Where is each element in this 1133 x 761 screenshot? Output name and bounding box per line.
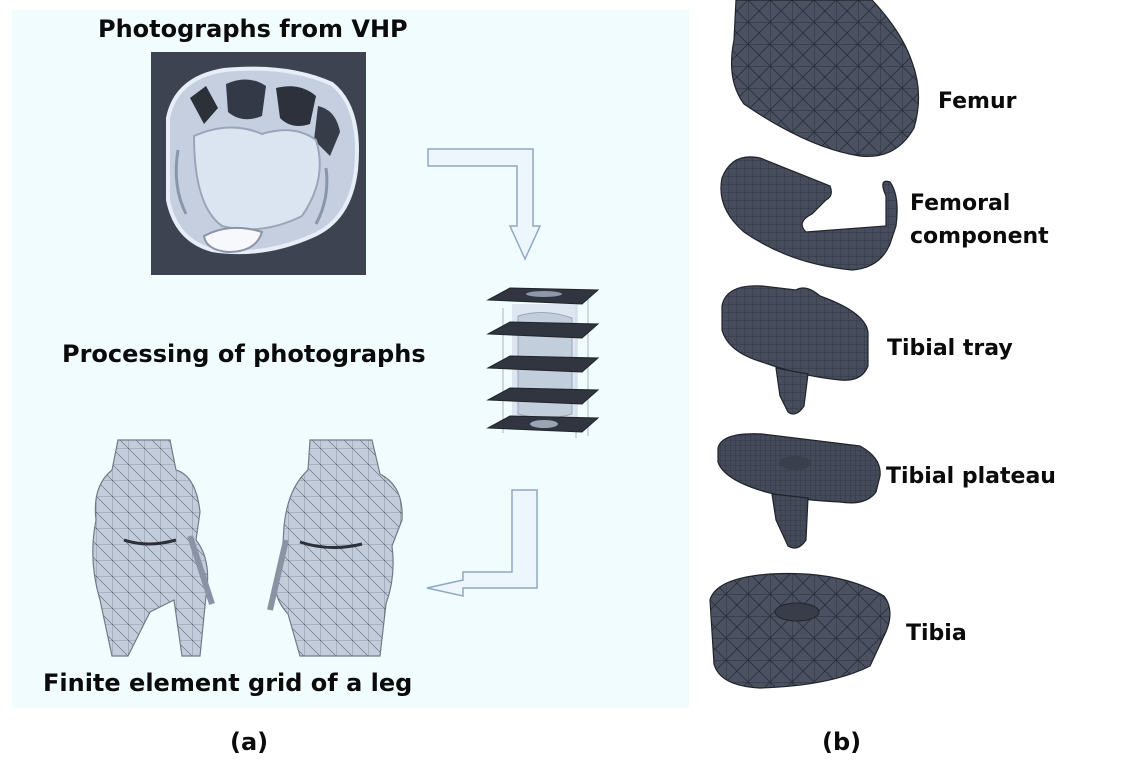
flow-arrow-down [428,149,540,259]
processing-title: Processing of photographs [62,341,426,369]
label-tibial-plateau: Tibial plateau [886,464,1056,489]
label-femoral-component-line1: Femoral [910,191,1010,216]
leg-mesh-front [93,440,212,656]
label-femoral-component-line2: component [910,224,1049,249]
finite-element-grid-title: Finite element grid of a leg [43,670,412,698]
femoral-component-mesh [721,157,897,270]
vhp-photograph [151,52,366,275]
tibia-mesh [710,573,890,688]
label-tibia: Tibia [906,621,967,646]
panel-b-caption: (b) [822,729,861,757]
panel-a-caption: (a) [230,729,268,757]
tibial-tray-mesh [722,286,868,414]
vhp-photographs-title: Photographs from VHP [98,16,408,44]
tibial-plateau-mesh [718,434,880,548]
femur-mesh [732,0,919,156]
leg-mesh-back [270,440,402,656]
label-femur: Femur [938,89,1017,114]
label-tibial-tray: Tibial tray [887,336,1013,361]
tibia-canal [775,603,819,621]
flow-arrow-left [427,490,537,596]
processing-stack [488,288,598,438]
